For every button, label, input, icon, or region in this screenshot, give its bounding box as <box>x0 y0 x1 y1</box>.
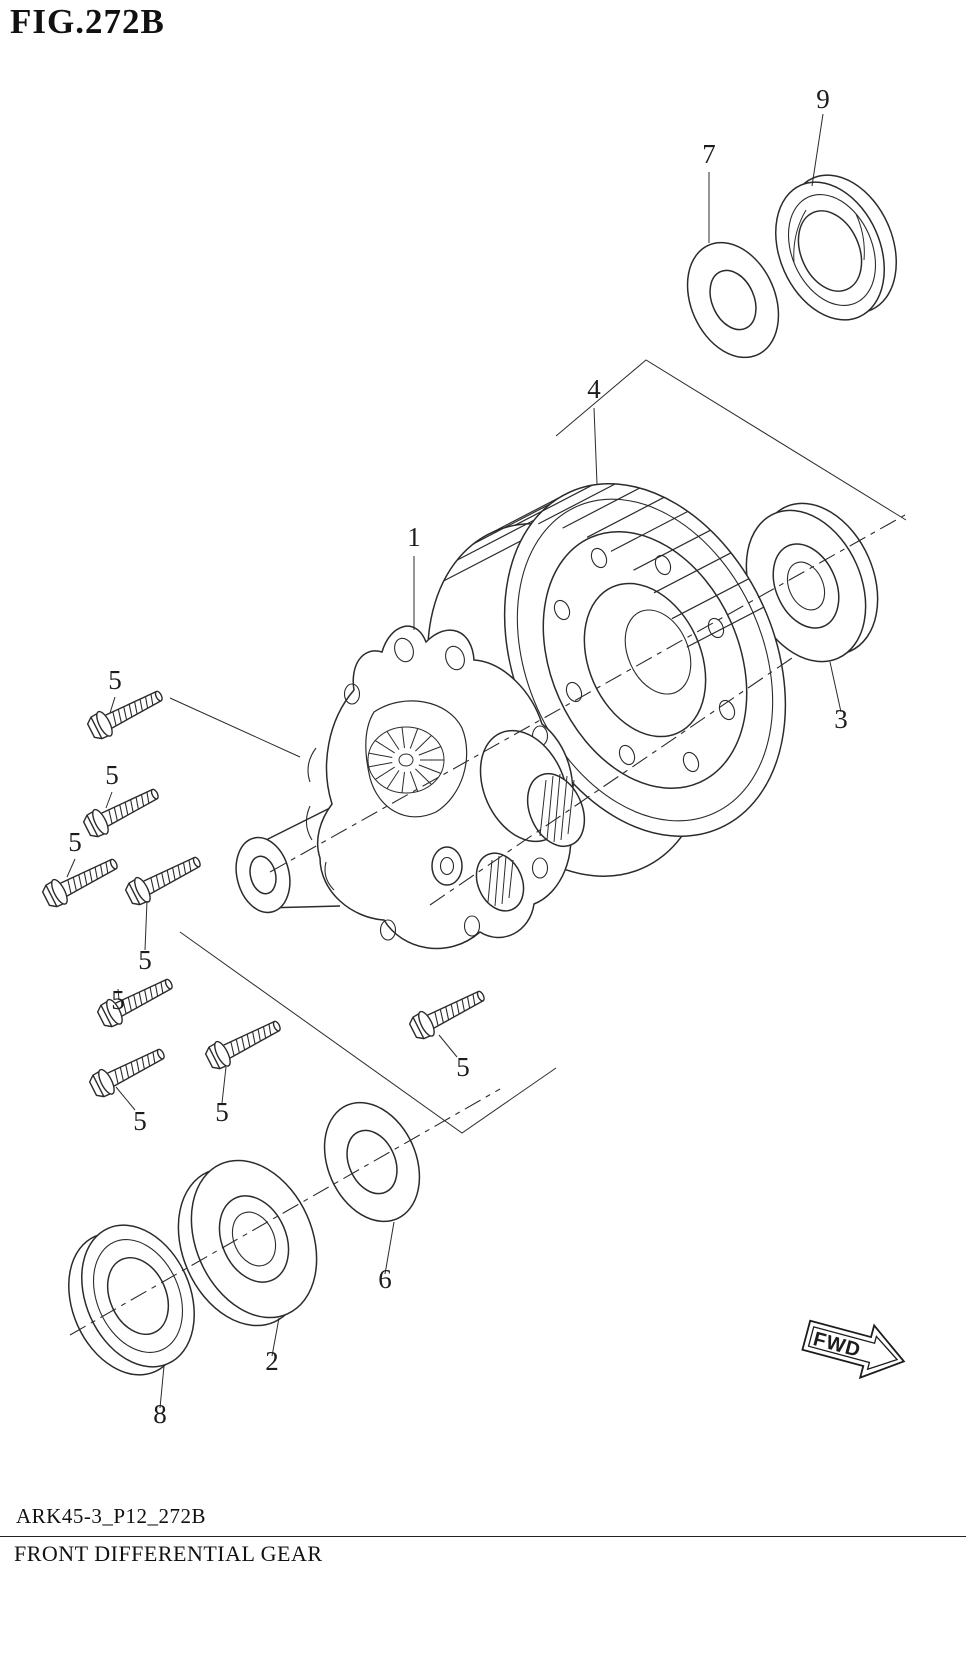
part-3-bearing <box>745 502 879 663</box>
splined-hub-lower <box>475 852 525 912</box>
figure-title: FIG.272B <box>10 2 165 41</box>
callout-5e: 5 <box>111 985 125 1015</box>
callout-6: 6 <box>378 1264 392 1294</box>
bolt-4 <box>122 848 206 910</box>
callout-3: 3 <box>834 704 848 734</box>
case-flange-holes <box>343 637 565 941</box>
figure-caption: FRONT DIFFERENTIAL GEAR <box>14 1541 323 1566</box>
construction-lines <box>169 359 907 1134</box>
fwd-arrow-outline <box>801 1319 906 1380</box>
figure-code: ARK45-3_P12_272B <box>16 1504 207 1528</box>
bolt-6 <box>86 1040 170 1102</box>
part-6-washer <box>323 1101 421 1223</box>
splined-hub-upper <box>526 772 586 848</box>
part-9-oil-seal <box>774 174 898 321</box>
callout-labels: 9 7 4 1 3 5 5 5 5 5 5 5 5 6 2 8 <box>68 84 848 1429</box>
bolt-8 <box>406 982 490 1044</box>
callout-5h: 5 <box>456 1052 470 1082</box>
fwd-marker: FWD <box>801 1319 906 1380</box>
bevel-gear <box>367 726 445 794</box>
gear-bolt-holes <box>553 547 736 773</box>
part-2-bearing <box>177 1159 318 1327</box>
callout-8: 8 <box>153 1399 167 1429</box>
bolt-7 <box>202 1012 286 1074</box>
callout-5f: 5 <box>133 1106 147 1136</box>
callout-7: 7 <box>702 139 716 169</box>
part-7-shim <box>686 241 780 359</box>
bolt-3 <box>39 850 123 912</box>
part-1-differential-case <box>235 625 586 950</box>
case-boss <box>431 846 463 886</box>
axis-centerlines <box>69 514 906 1336</box>
callout-9: 9 <box>816 84 830 114</box>
footer-divider <box>0 1536 966 1537</box>
callout-5c: 5 <box>68 827 82 857</box>
bolt-2 <box>80 780 164 842</box>
callout-5g: 5 <box>215 1097 229 1127</box>
bolt-5 <box>94 970 178 1032</box>
callout-5a: 5 <box>108 665 122 695</box>
callout-2: 2 <box>265 1346 279 1376</box>
gear-teeth <box>443 483 765 648</box>
callout-leader-lines <box>66 113 842 1409</box>
callout-1: 1 <box>407 522 421 552</box>
callout-5b: 5 <box>105 760 119 790</box>
callout-4: 4 <box>587 374 601 404</box>
case-window <box>365 700 468 818</box>
callout-5d: 5 <box>138 945 152 975</box>
bolt-1 <box>84 682 168 744</box>
